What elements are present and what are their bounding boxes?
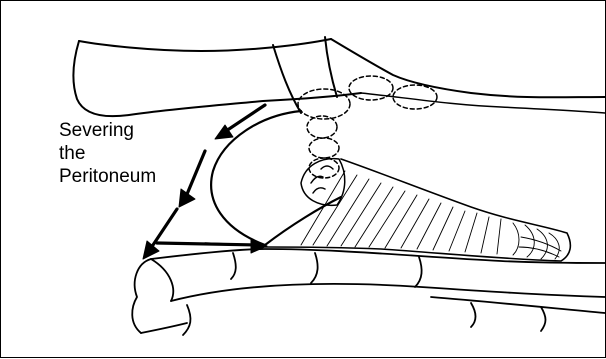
caption-line-2: the (59, 142, 156, 165)
colon (132, 249, 605, 335)
upper-organ-outline (73, 37, 605, 116)
cutting-path-arrows (149, 105, 265, 251)
lymph-node-chain (298, 76, 437, 178)
arrowhead-4 (251, 239, 267, 253)
mesentery-hatching (301, 171, 561, 259)
caption-line-1: Severing (59, 119, 156, 142)
arrow-heads (143, 125, 267, 259)
caption-line-3: Peritoneum (59, 165, 156, 188)
mesentery-fan (265, 159, 570, 261)
caption-label: Severing the Peritoneum (59, 119, 156, 188)
